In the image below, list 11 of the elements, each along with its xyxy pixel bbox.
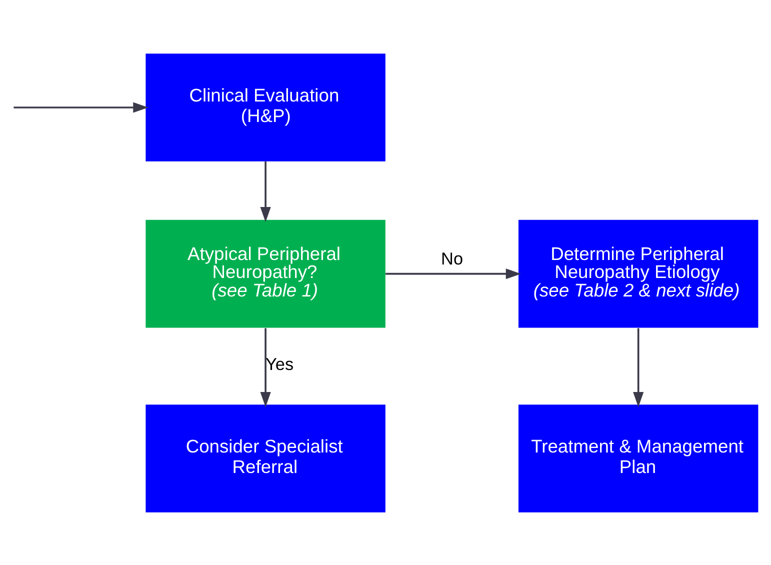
arrow	[260, 160, 271, 222]
arrow	[14, 102, 148, 112]
arrow	[260, 328, 271, 407]
node-box: Treatment & Management Plan	[518, 404, 758, 512]
node-box: Atypical Peripheral Neuropathy? (see Table 1)	[146, 219, 386, 328]
edge-label: No	[441, 248, 464, 268]
arrow	[386, 268, 522, 279]
arrow	[633, 328, 644, 407]
node-box: Consider Specialist Referral	[146, 404, 386, 512]
node-box: Determine Peripheral Neuropathy Etiology (see Table 2 & next slide)	[518, 219, 758, 328]
node-box: Clinical Evaluation (H&P)	[146, 53, 386, 161]
